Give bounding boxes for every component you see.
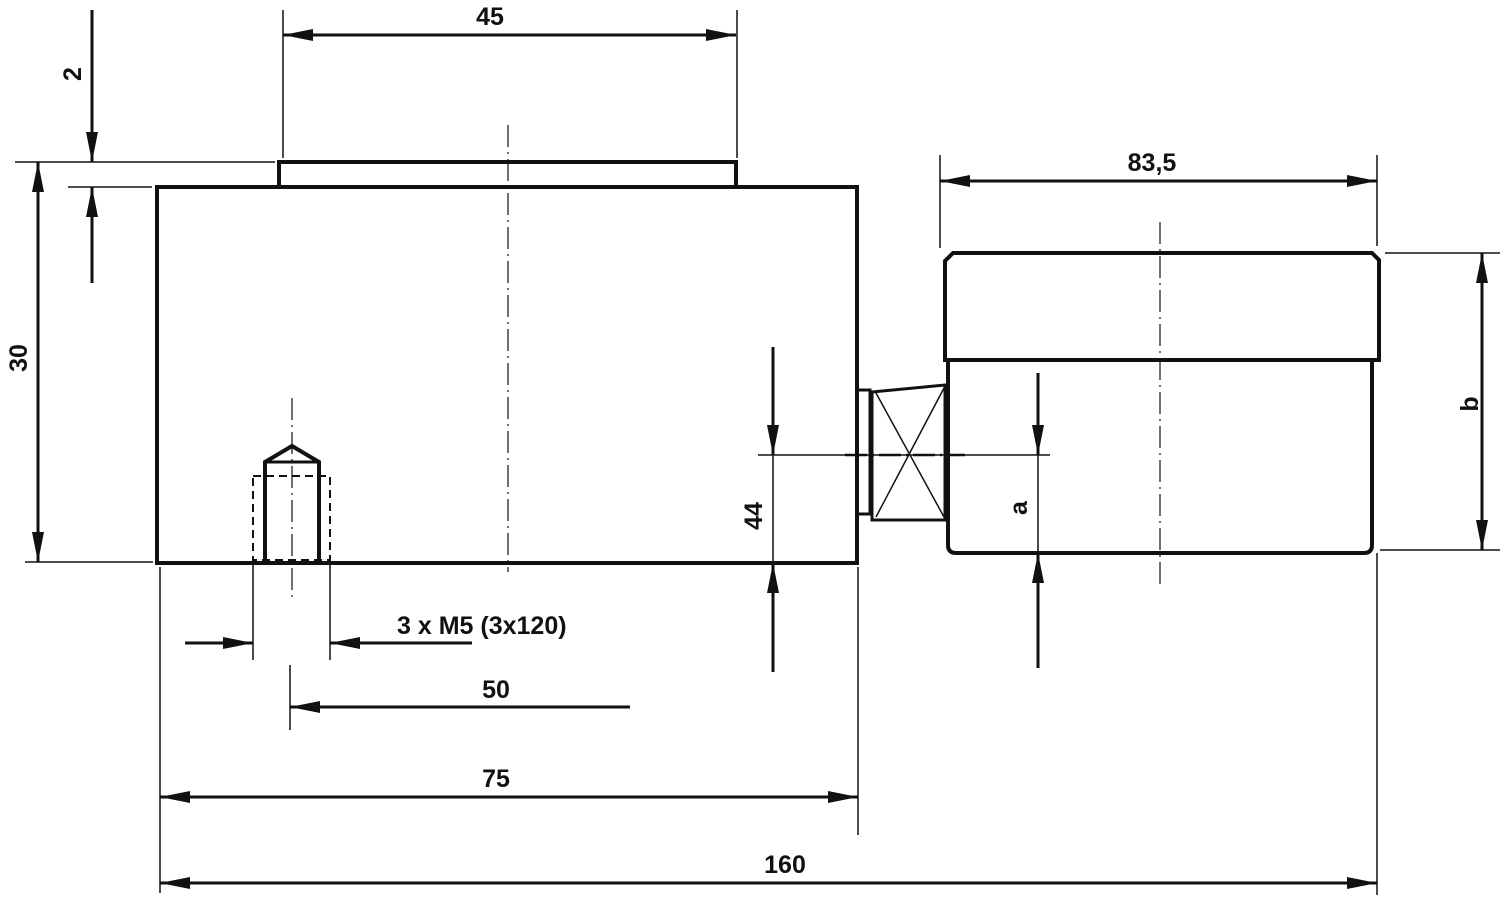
electronics-housing — [943, 222, 1381, 588]
label-2: 2 — [59, 67, 87, 81]
label-thread-spec: 3 x M5 (3x120) — [397, 612, 567, 640]
extension-lines — [15, 10, 1500, 895]
thread-hole — [252, 398, 331, 600]
dimension-lines — [32, 10, 1488, 889]
label-b: b — [1456, 396, 1484, 411]
label-44: 44 — [740, 502, 768, 530]
label-83-5: 83,5 — [1128, 149, 1177, 177]
dimension-labels: 45 2 30 83,5 b 44 a 3 x M5 (3x120) 50 75… — [5, 3, 1484, 879]
label-50: 50 — [482, 676, 510, 704]
label-a: a — [1005, 500, 1033, 515]
label-30: 30 — [5, 344, 33, 372]
load-cell-body — [155, 125, 859, 572]
label-160: 160 — [764, 851, 806, 879]
label-75: 75 — [482, 765, 510, 793]
label-45: 45 — [476, 3, 504, 31]
